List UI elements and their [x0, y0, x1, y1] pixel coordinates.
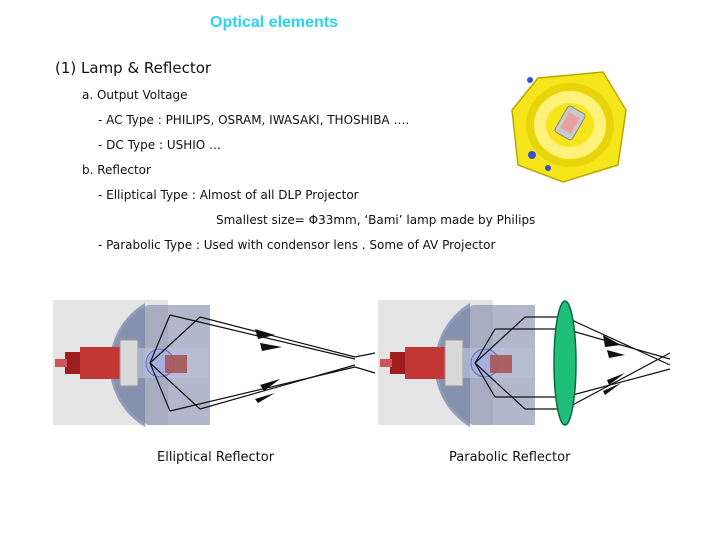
elliptical-reflector-diagram — [53, 300, 376, 427]
subheading-output-voltage: a. Output Voltage — [82, 88, 188, 102]
caption-elliptical-reflector: Elliptical Reflector — [157, 450, 275, 465]
smallest-size-line: Smallest size= Φ33mm, ‘Bami’ lamp made b… — [216, 213, 536, 227]
lamp-reflector-photo — [511, 71, 627, 183]
elliptical-type-line: - Elliptical Type : Almost of all DLP Pr… — [98, 188, 359, 202]
caption-parabolic-reflector: Parabolic Reflector — [449, 450, 571, 465]
subheading-reflector: b. Reflector — [82, 163, 151, 177]
page-title: Optical elements — [210, 14, 339, 31]
dc-type-line: - DC Type : USHIO … — [98, 138, 222, 152]
section-heading: (1) Lamp & Reflector — [55, 59, 212, 77]
ac-type-line: - AC Type : PHILIPS, OSRAM, IWASAKI, THO… — [98, 113, 410, 127]
parabolic-type-line: - Parabolic Type : Used with condensor l… — [98, 238, 496, 252]
parabolic-reflector-diagram — [378, 300, 671, 427]
